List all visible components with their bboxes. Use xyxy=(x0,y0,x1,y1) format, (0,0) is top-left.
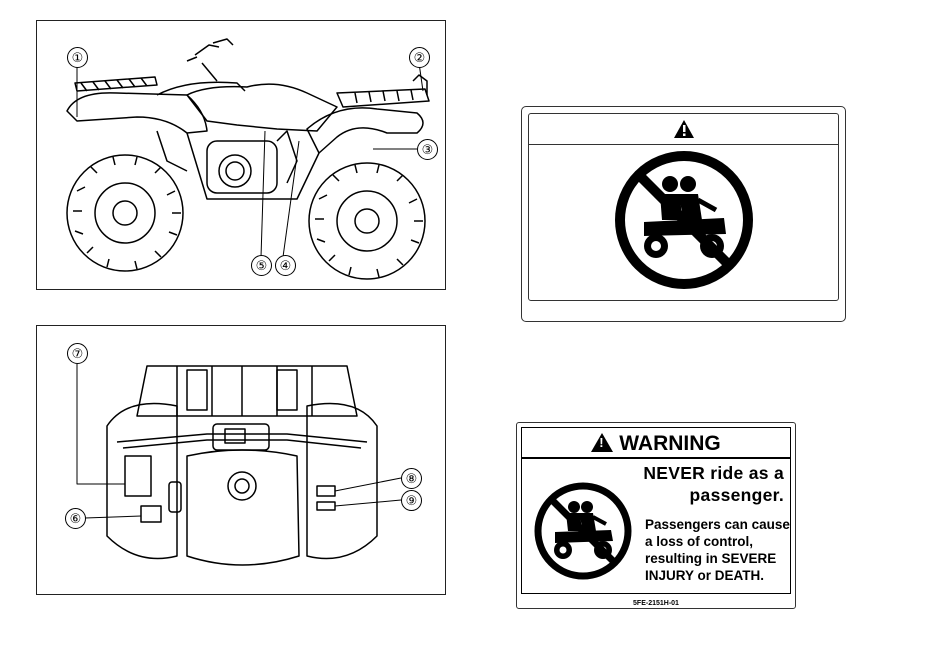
callout-1: ① xyxy=(67,47,88,68)
no-passenger-icon xyxy=(529,114,840,300)
callout-2: ② xyxy=(409,47,430,68)
warning-header: WARNING xyxy=(522,428,790,459)
never-line-1: NEVER ride as a xyxy=(643,462,784,484)
body-line-3: resulting in SEVERE xyxy=(645,550,790,567)
callout-6: ⑥ xyxy=(65,508,86,529)
no-passenger-icon xyxy=(528,476,638,586)
callout-4: ④ xyxy=(275,255,296,276)
callout-3: ③ xyxy=(417,139,438,160)
body-line-2: a loss of control, xyxy=(645,533,790,550)
label-inner-frame: WARNING NEVER ride as a passenger. xyxy=(521,427,791,594)
callout-9: ⑨ xyxy=(401,490,422,511)
callout-5: ⑤ xyxy=(251,255,272,276)
atv-side-illustration xyxy=(37,21,447,291)
atv-front-illustration xyxy=(37,326,447,596)
passenger-warning-label: WARNING NEVER ride as a passenger. xyxy=(516,422,796,609)
no-passenger-pictogram-label xyxy=(521,106,846,322)
label-inner-frame xyxy=(528,113,839,301)
callout-7: ⑦ xyxy=(67,343,88,364)
never-ride-text: NEVER ride as a passenger. xyxy=(643,462,784,506)
passenger-warning-text: Passengers can cause a loss of control, … xyxy=(645,516,790,584)
never-line-2: passenger. xyxy=(643,484,784,506)
warning-triangle-icon xyxy=(591,433,613,452)
callout-8: ⑧ xyxy=(401,468,422,489)
body-line-1: Passengers can cause xyxy=(645,516,790,533)
atv-side-view-figure: ① ② ③ ④ ⑤ xyxy=(36,20,446,290)
warning-title: WARNING xyxy=(619,432,721,455)
part-code: 5FE-2151H-01 xyxy=(517,600,795,607)
body-line-4: INJURY or DEATH. xyxy=(645,567,790,584)
atv-front-top-view-figure: ⑦ ⑥ ⑧ ⑨ xyxy=(36,325,446,595)
